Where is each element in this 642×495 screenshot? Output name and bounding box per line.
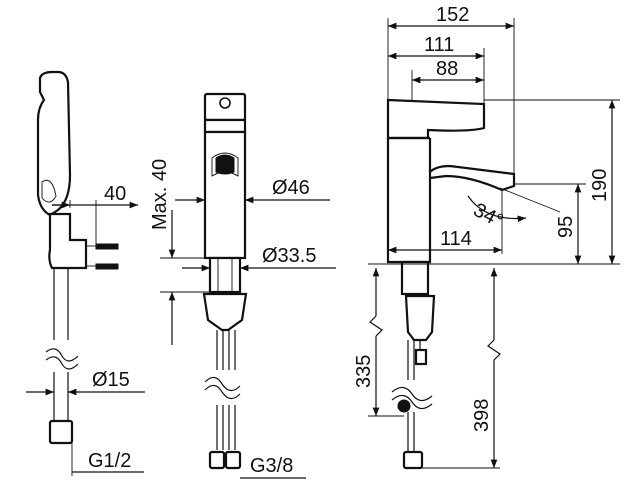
mixer-front-view: Max. 40 Ø46 Ø33.5 G3/8	[149, 92, 336, 479]
side-supply-nut	[402, 450, 424, 470]
dim-total-projection: 152	[436, 4, 469, 26]
hand-shower-head	[36, 70, 72, 217]
dim-hose-thread: G1/2	[88, 450, 131, 472]
dim-outlet-height: 95	[555, 216, 577, 238]
dim-hose-length-short: 335	[353, 355, 375, 388]
dim-hose-diameter: Ø15	[92, 369, 130, 391]
dim-total-height: 190	[589, 169, 611, 202]
dim-shank-diameter: Ø33.5	[262, 245, 316, 267]
dim-spout-reach: 114	[440, 228, 472, 250]
dim-lever-projection: 111	[424, 34, 454, 56]
dim-hose-offset: 40	[104, 183, 126, 205]
lever-indicator	[219, 97, 231, 109]
side-lever	[386, 98, 486, 140]
dim-spout-width: 88	[436, 58, 458, 80]
dim-supply-thread: G3/8	[250, 455, 293, 477]
side-shank	[400, 260, 430, 296]
hand-shower-view: 40 Ø15 G1/2	[26, 70, 145, 476]
supply-nut-left	[208, 450, 226, 470]
mixer-side-view: 152 111 88 114 34° 95 190 335 398	[353, 4, 620, 470]
aerator	[215, 154, 235, 175]
mixer-shank	[208, 256, 242, 294]
side-mounting-nut	[404, 294, 436, 342]
wall-plug-top	[95, 243, 119, 250]
dim-body-diameter: Ø46	[272, 177, 310, 199]
dim-max-deck: Max. 40	[149, 159, 171, 230]
wall-plug-bottom	[95, 263, 119, 270]
mixer-body	[203, 130, 247, 260]
hose-nut	[48, 419, 74, 445]
mounting-nut	[202, 292, 248, 332]
wall-holder	[48, 212, 88, 270]
supply-nut-right	[224, 450, 242, 470]
dim-hose-length-long: 398	[471, 399, 493, 432]
hand-shower-handle-detail	[41, 179, 57, 203]
